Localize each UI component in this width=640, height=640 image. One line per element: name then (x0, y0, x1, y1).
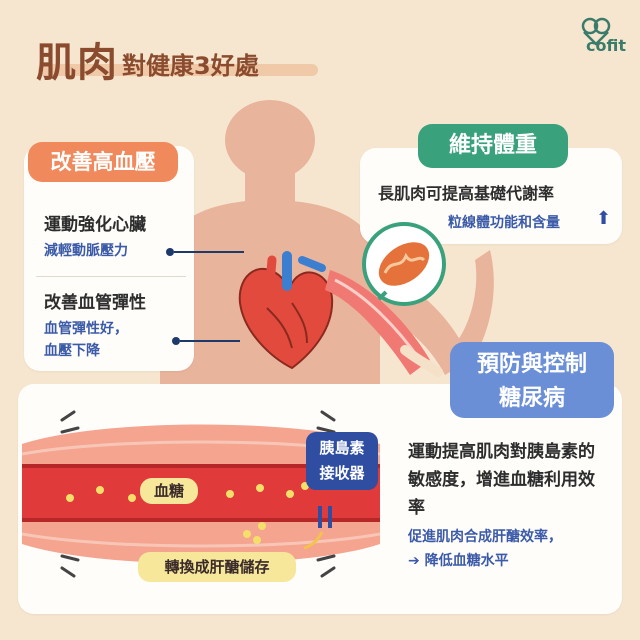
page-subtitle: 對健康3好處 (122, 52, 259, 80)
weight-line-1: 長肌肉可提高基礎代謝率 (378, 184, 555, 203)
arrow-up-icon: ⬆ (596, 208, 612, 229)
blood-vessel-icon (22, 410, 380, 578)
tag-prevent-diabetes: 預防與控制 糖尿病 (450, 342, 614, 418)
section-2-title: 改善血管彈性 (44, 293, 146, 313)
diabetes-main-text: 運動提高肌肉對胰島素的敏感度，增進血糖利用效率 (408, 442, 595, 518)
insulin-receptor-label: 胰島素 接收器 (306, 432, 378, 490)
diabetes-desc-1: 促進肌肉合成肝醣效率， (408, 529, 562, 545)
logo-icon (581, 17, 611, 46)
logo-text: cofit (586, 36, 626, 55)
divider (36, 276, 186, 277)
pointer-line (174, 251, 244, 253)
weight-line-2: 粒線體功能和含量 (448, 215, 560, 231)
tag-improve-blood-pressure: 改善高血壓 (28, 142, 178, 182)
heart-icon (238, 251, 334, 370)
pointer-line (180, 340, 240, 342)
mitochondria-icon (362, 222, 446, 306)
diabetes-desc-2: ➔ 降低血糖水平 (408, 553, 509, 569)
glycogen-storage-label: 轉換成肝醣儲存 (138, 552, 296, 582)
page-title: 肌肉 (36, 40, 118, 86)
blood-sugar-label: 血糖 (140, 478, 198, 504)
pointer-dot (166, 248, 174, 256)
arm-muscle-icon (325, 270, 443, 377)
pointer-dot (172, 337, 180, 345)
title-highlight (38, 64, 318, 76)
section-2-desc: 血管彈性好， 血壓下降 (44, 321, 128, 359)
tag-maintain-weight: 維持體重 (418, 124, 568, 168)
left-card (24, 146, 194, 371)
section-1-desc: 減輕動脈壓力 (44, 243, 128, 259)
section-1-title: 運動強化心臟 (44, 215, 146, 235)
